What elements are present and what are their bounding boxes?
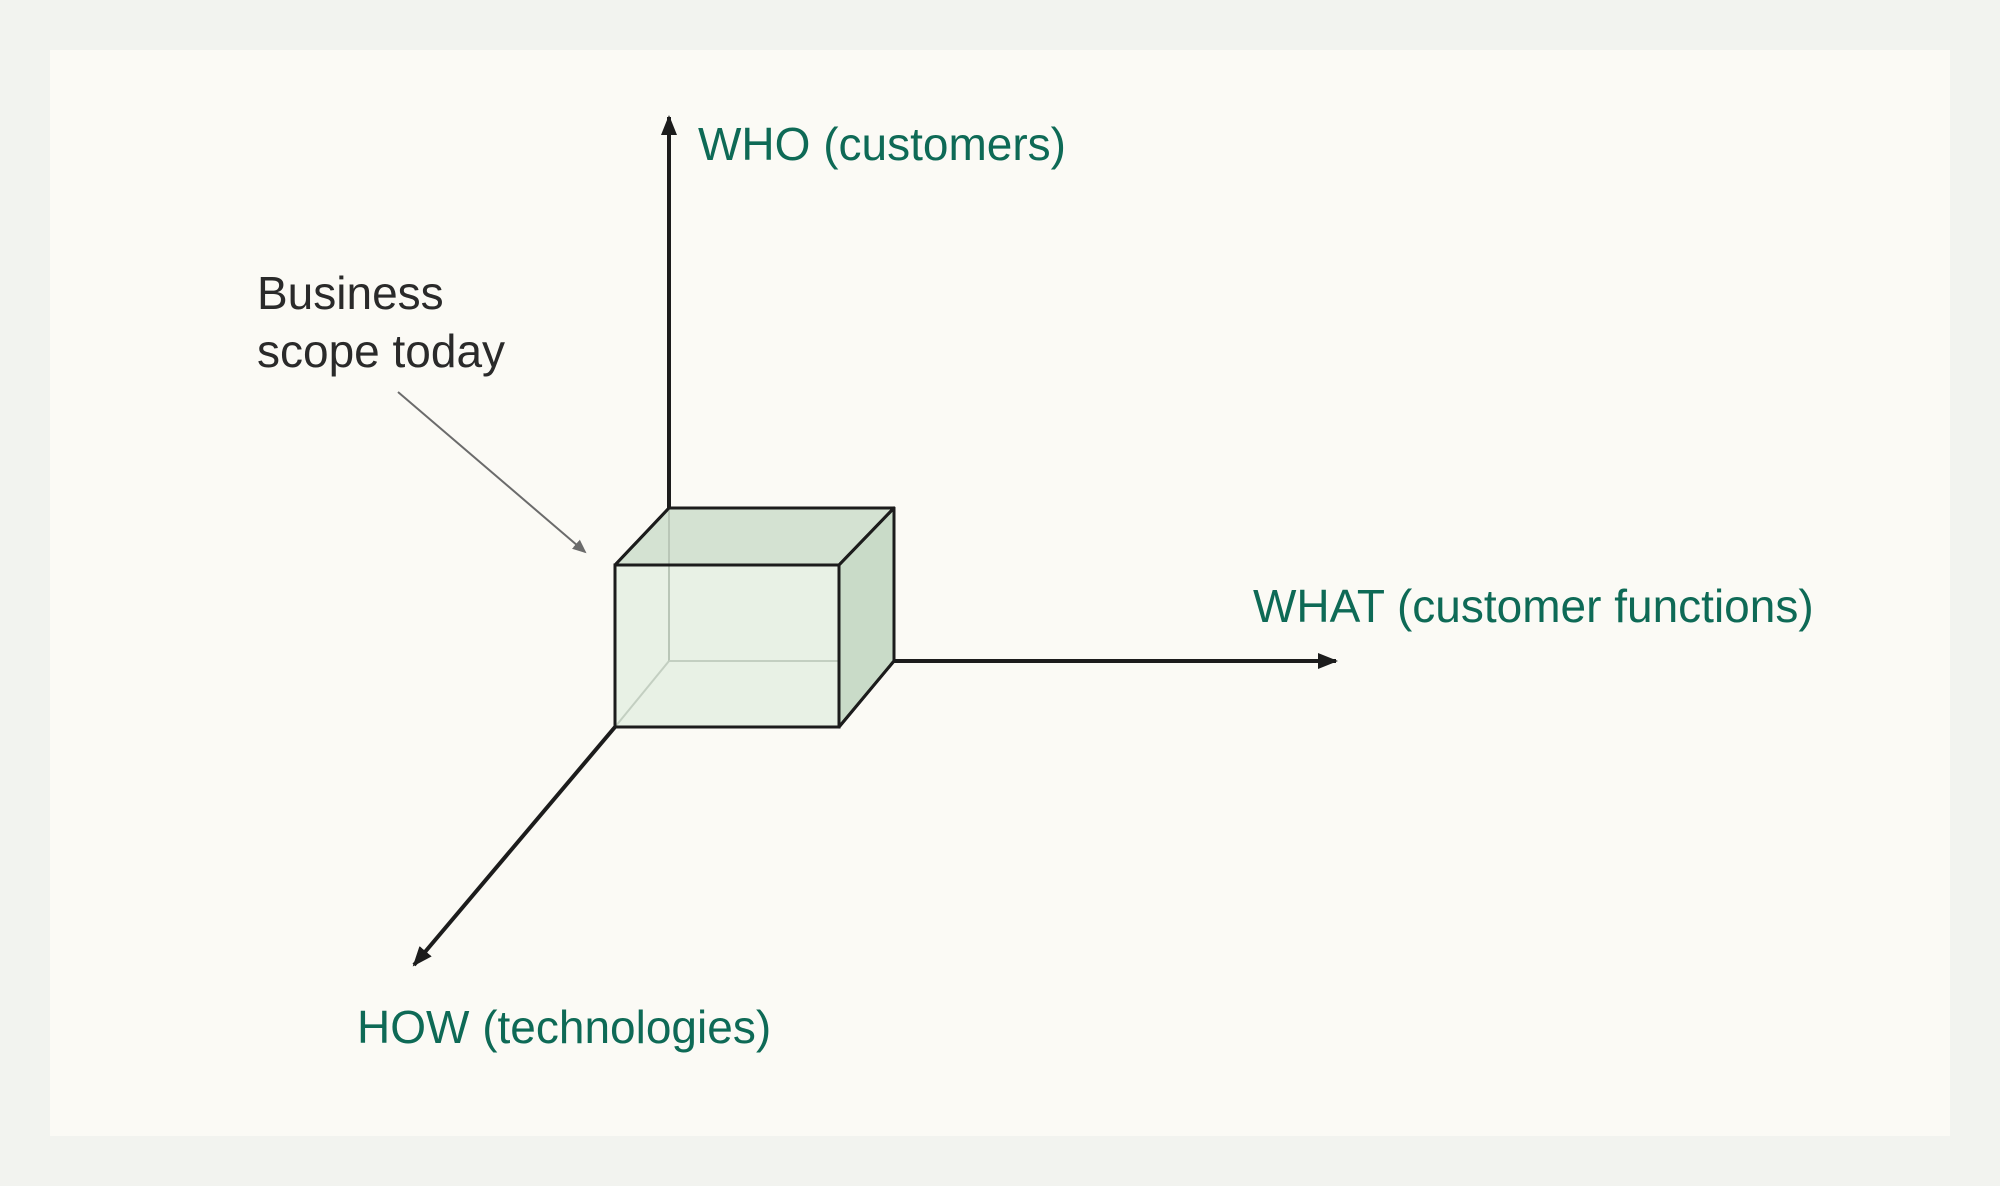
how-axis-label: HOW (technologies) [357,1001,771,1053]
business-scope-cube [613,506,896,729]
who-axis-label: WHO (customers) [698,118,1066,170]
cube-hidden-edge-diagonal [614,660,670,728]
callout-arrow [397,391,587,554]
callout-label-line1: Business [257,267,444,319]
diagram-panel [50,50,1950,1136]
cube-front-face [613,563,841,729]
what-axis-label: WHAT (customer functions) [1253,580,1814,632]
callout-label-line2: scope today [257,325,505,377]
how-axis-arrow [412,725,617,967]
